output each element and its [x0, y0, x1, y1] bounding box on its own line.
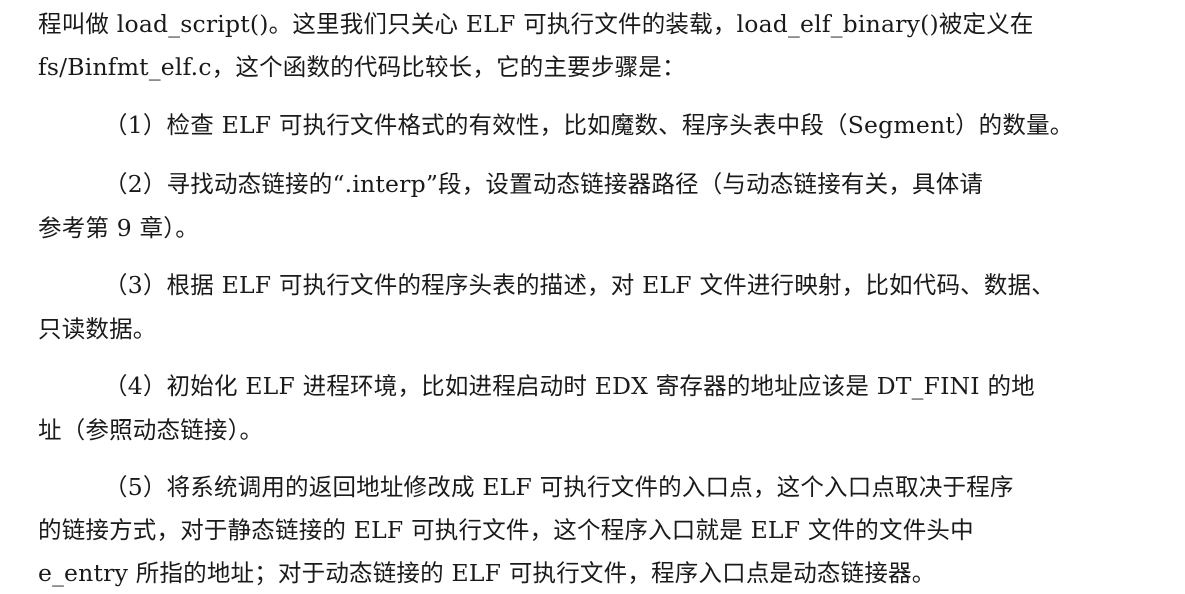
list-item-4-continued: 址（参照动态链接）。 [38, 416, 264, 444]
list-item-5-continued: e_entry 所指的地址；对于动态链接的 ELF 可执行文件，程序入口点是动态… [38, 559, 936, 587]
list-item-5: （5）将系统调用的返回地址修改成 ELF 可执行文件的入口点，这个入口点取决于程… [104, 473, 1014, 501]
text-line: fs/Binfmt_elf.c，这个函数的代码比较长，它的主要步骤是： [38, 53, 686, 81]
list-item-1: （1）检查 ELF 可执行文件格式的有效性，比如魔数、程序头表中段（Segmen… [104, 111, 1074, 139]
list-item-5-continued: 的链接方式，对于静态链接的 ELF 可执行文件，这个程序入口就是 ELF 文件的… [38, 516, 974, 544]
list-item-2: （2）寻找动态链接的“.interp”段，设置动态链接器路径（与动态链接有关，具… [104, 170, 984, 198]
list-item-3-continued: 只读数据。 [38, 315, 157, 343]
text-line: 程叫做 load_script()。这里我们只关心 ELF 可执行文件的装载，l… [38, 10, 1034, 38]
list-item-4: （4）初始化 ELF 进程环境，比如进程启动时 EDX 寄存器的地址应该是 DT… [104, 372, 1035, 400]
list-item-2-continued: 参考第 9 章）。 [38, 214, 199, 242]
list-item-3: （3）根据 ELF 可执行文件的程序头表的描述，对 ELF 文件进行映射，比如代… [104, 271, 1055, 299]
